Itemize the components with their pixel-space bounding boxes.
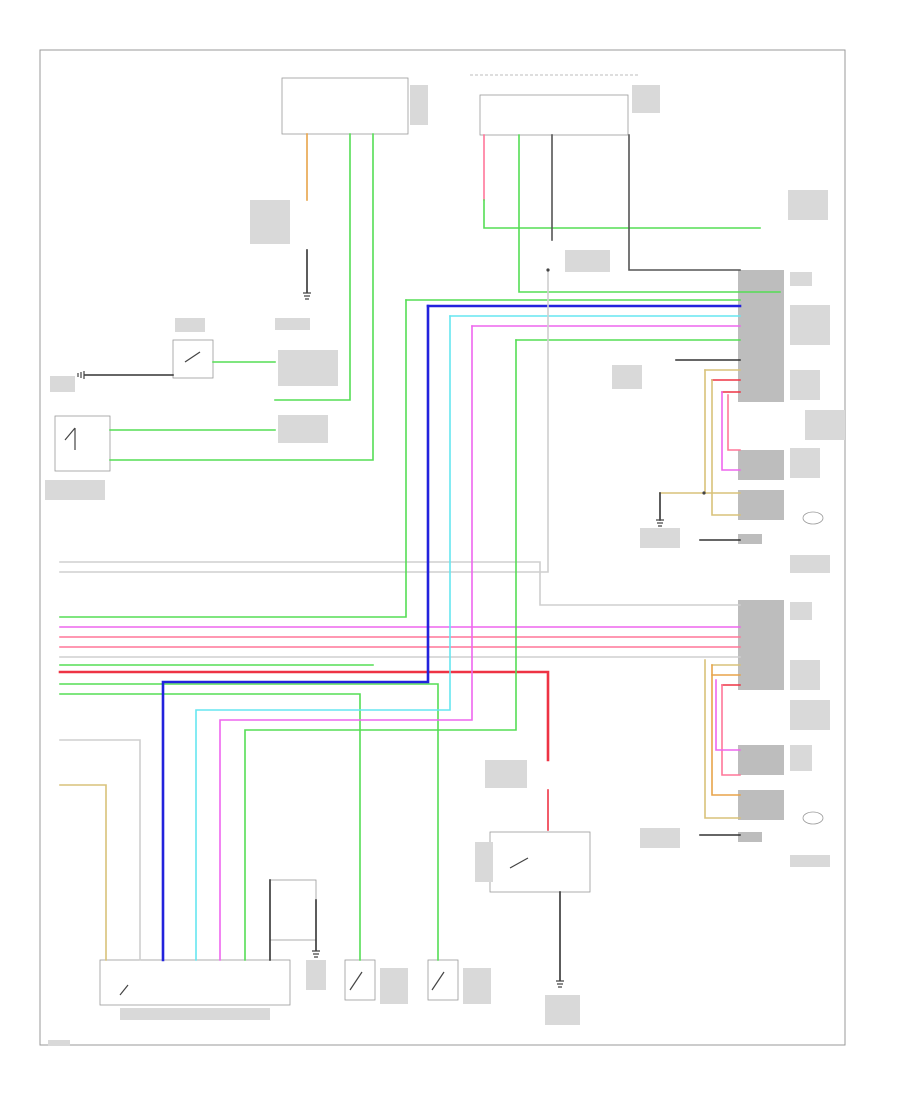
component-seat-heater-control (99, 959, 291, 1006)
ground-symbol (77, 292, 664, 988)
component-hvac-control-unit (479, 94, 629, 136)
component-switch-b (427, 959, 459, 1001)
label-placeholders (45, 85, 845, 1046)
connector-block (738, 270, 784, 842)
wire-harness (58, 133, 781, 981)
component-bracket-top (269, 879, 317, 941)
heater-element-symbol (802, 811, 824, 825)
splice-points (546, 268, 706, 495)
switch-symbol (64, 351, 529, 996)
diagram-frame (39, 49, 846, 1046)
component-switch-small (172, 339, 214, 379)
component-switch-a (344, 959, 376, 1001)
component-center-switch (489, 831, 591, 893)
component-left-relay (54, 415, 111, 472)
heater-element-symbol (802, 511, 824, 525)
component-top-control-unit (281, 77, 409, 135)
